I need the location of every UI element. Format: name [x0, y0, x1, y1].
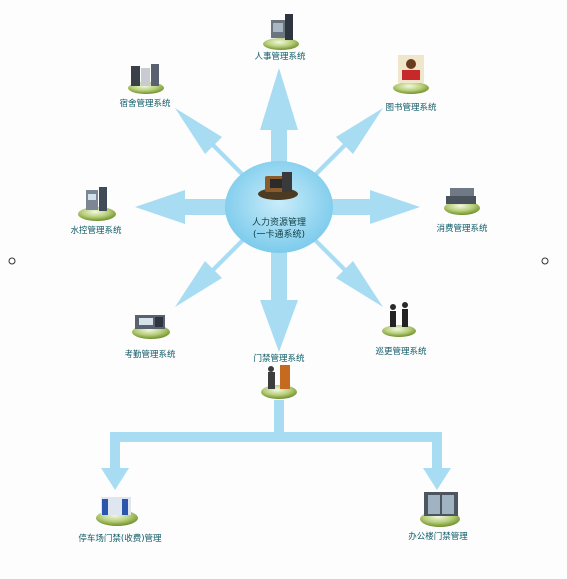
arrow-to-patrol [313, 238, 383, 307]
node-label-attendance: 考勤管理系统 [124, 349, 176, 360]
node-label-consume: 消费管理系统 [436, 223, 488, 234]
node-label-hr: 人事管理系统 [254, 51, 306, 62]
computer-icon [271, 14, 293, 40]
center-subtitle: (一卡通系统) [253, 228, 305, 240]
arrow-to-hr [260, 68, 298, 165]
turnstile-icon [268, 365, 290, 389]
node-consume[interactable]: 消费管理系统 [436, 188, 488, 234]
arrow-to-water [135, 190, 235, 224]
guards-icon [390, 302, 408, 327]
node-hr[interactable]: 人事管理系统 [254, 14, 306, 62]
branch-stem [274, 400, 284, 434]
center-disc [225, 161, 333, 253]
node-label-water: 水控管理系统 [70, 225, 122, 236]
center-hub: 人力资源管理 (一卡通系统) [225, 161, 333, 253]
node-label-library: 图书管理系统 [385, 102, 437, 113]
right-resize-handle[interactable] [541, 257, 549, 265]
office-door-icon [424, 492, 458, 516]
pos-terminal-icon [446, 188, 476, 204]
arrow-to-parking [101, 440, 129, 490]
parking-gate-icon [101, 497, 131, 515]
arrow-to-library [313, 108, 383, 177]
node-access[interactable]: 门禁管理系统 [253, 353, 305, 399]
node-label-parking: 停车场门禁(收费)管理 [78, 533, 162, 544]
attendance-machine-icon [135, 315, 165, 329]
center-title: 人力资源管理 [252, 216, 306, 228]
arrow-to-access [260, 245, 298, 352]
node-parking[interactable]: 停车场门禁(收费)管理 [78, 497, 162, 544]
node-label-access: 门禁管理系统 [253, 353, 305, 364]
node-label-dorm: 宿舍管理系统 [119, 98, 171, 109]
reader-book-icon [398, 55, 424, 83]
water-meter-icon [86, 187, 107, 211]
node-label-office: 办公楼门禁管理 [408, 531, 468, 542]
node-patrol[interactable]: 巡更管理系统 [375, 302, 427, 357]
node-dorm[interactable]: 宿舍管理系统 [119, 64, 171, 109]
node-office[interactable]: 办公楼门禁管理 [408, 492, 468, 542]
arrow-to-office [423, 440, 451, 490]
card-terminal-icon [258, 172, 298, 200]
arrow-to-attendance [175, 238, 245, 307]
branch-bar [110, 432, 442, 442]
left-resize-handle[interactable] [8, 257, 16, 265]
server-rack-icon [131, 64, 159, 86]
star-arrows [101, 68, 451, 490]
node-library[interactable]: 图书管理系统 [385, 55, 437, 113]
arrow-to-dorm [175, 108, 245, 177]
arrow-to-consume [325, 190, 420, 224]
node-label-patrol: 巡更管理系统 [375, 346, 427, 357]
node-attendance[interactable]: 考勤管理系统 [124, 315, 176, 360]
node-water[interactable]: 水控管理系统 [70, 187, 122, 236]
